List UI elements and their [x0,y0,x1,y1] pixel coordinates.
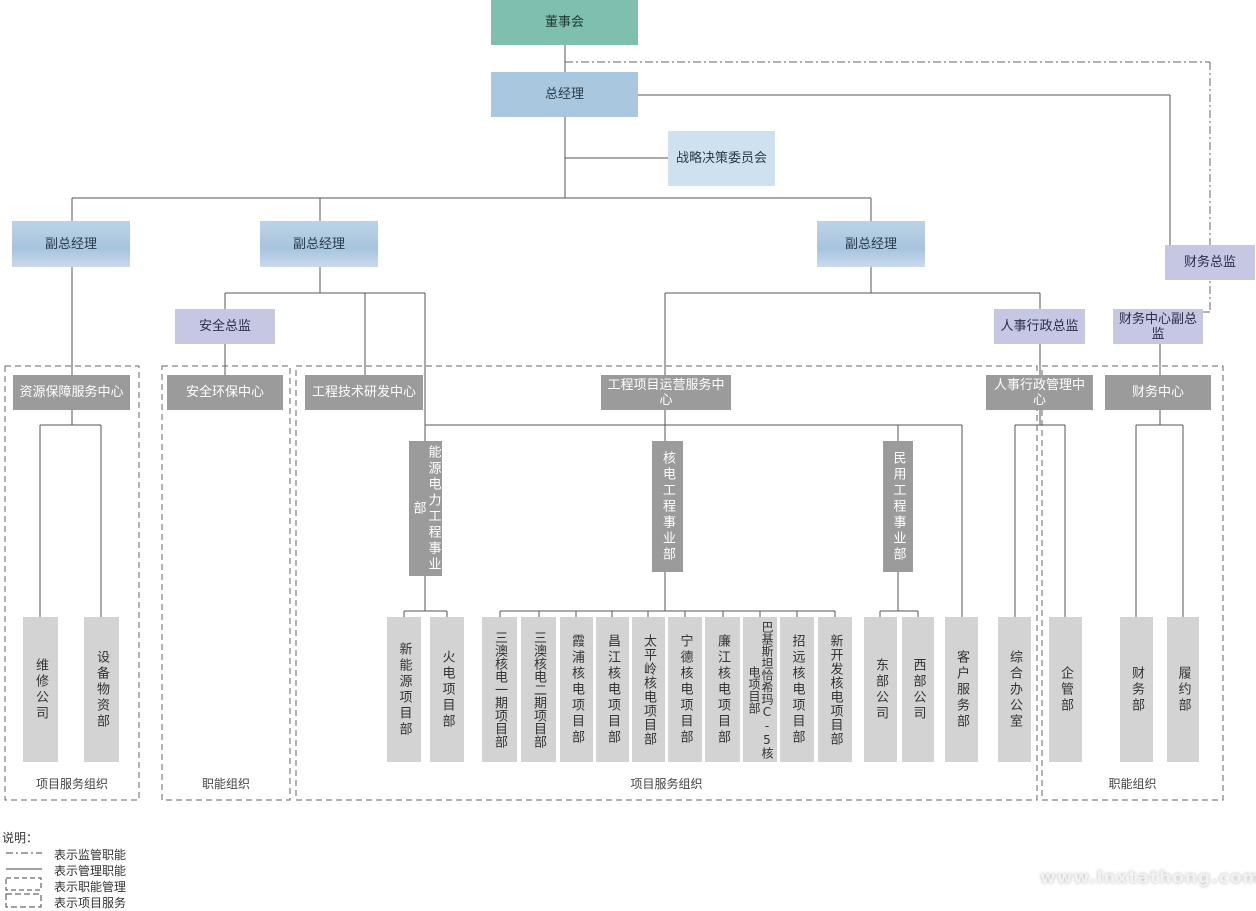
civil-division-label: 民用工程事业部 [890,450,906,563]
vp-left-label: 副总经理 [44,236,97,252]
region-label: 职能组织 [1108,777,1157,791]
unit-label: 维修公司 [33,657,48,722]
unit-label: 设备物资部 [94,649,109,730]
vp-mid-box: 副总经理 [260,221,378,267]
unit-label: 火电项目部 [439,649,455,730]
safety-center-label: 安全环保中心 [185,385,264,400]
legend-item: 表示管理职能 [54,864,127,878]
region-label: 职能组织 [201,777,250,791]
resource-center-label: 资源保障服务中心 [19,385,124,400]
unit-label: 西部公司 [910,657,926,722]
legend-item: 表示项目服务 [54,896,127,910]
project-ops-center-label: 工程项目运营服务中心 [607,377,725,408]
tech-center-box: 工程技术研发中心 [305,375,423,410]
unit-box: 宁德核电项目部 [668,617,702,762]
safety-director-label: 安全总监 [198,319,251,334]
unit-box: 财务部 [1120,617,1153,762]
unit-label: 客户服务部 [954,649,969,730]
strategy-committee-label: 战略决策委员会 [675,151,767,166]
unit-box: 招远核电项目部 [780,617,814,762]
hr-center-box: 人事行政管理中心 [986,375,1093,410]
unit-box: 维修公司 [23,617,58,762]
unit-label: 廉江核电项目部 [715,633,730,746]
unit-label: 企管部 [1058,665,1073,714]
board-box: 董事会 [491,0,638,45]
board-label: 董事会 [544,15,584,30]
vp-mid-label: 副总经理 [292,236,345,252]
unit-label: 三澳核电二期项目部 [531,631,546,748]
unit-label: 新能源项目部 [396,641,412,738]
hr-director-box: 人事行政总监 [994,309,1085,344]
finance-center-box: 财务中心 [1105,375,1211,410]
unit-box: 廉江核电项目部 [705,617,740,762]
legend-item: 表示职能管理 [54,880,127,894]
unit-box: 设备物资部 [84,617,119,762]
unit-box: 新开发核电项目部 [818,617,852,762]
unit-box: 履约部 [1167,617,1199,762]
unit-box: 东部公司 [864,617,897,762]
vp-left-box: 副总经理 [12,221,130,267]
unit-box: 客户服务部 [945,617,978,762]
nuclear-division-label: 核电工程事业部 [660,450,675,563]
safety-director-box: 安全总监 [175,309,275,344]
legend-item: 表示监管职能 [54,848,127,862]
unit-box: 火电项目部 [430,617,464,762]
tech-center-label: 工程技术研发中心 [311,385,416,400]
resource-center-box: 资源保障服务中心 [13,375,130,410]
unit-box: 太平岭核电项目部 [632,617,665,762]
unit-box: 综合办公室 [998,617,1031,762]
unit-box: 霞浦核电项目部 [560,617,593,762]
watermark: www.lnxtathong.com [1040,868,1256,888]
vp-right-box: 副总经理 [817,221,925,267]
unit-box: 三澳核电二期项目部 [521,617,556,762]
general-manager-box: 总经理 [491,72,638,117]
unit-label: 昌江核电项目部 [605,633,620,746]
legend-title: 说明： [2,831,39,845]
strategy-committee-box: 战略决策委员会 [668,131,775,186]
project-ops-center-box: 工程项目运营服务中心 [601,375,731,410]
finance-deputy-box: 财务中心副总监 [1113,309,1203,344]
general-manager-label: 总经理 [544,87,584,102]
energy-division-label: 能源电力工程事业部 [410,444,441,573]
unit-box: 企管部 [1049,617,1082,762]
unit-box: 巴基斯坦恰希玛C-5核电项目部 [743,617,777,762]
unit-label: 履约部 [1175,665,1191,714]
hr-director-label: 人事行政总监 [1000,319,1079,334]
unit-box: 三澳核电一期项目部 [482,617,517,762]
civil-division-box: 民用工程事业部 [883,441,913,572]
unit-box: 新能源项目部 [387,617,421,762]
unit-label: 财务部 [1129,665,1144,714]
unit-label: 太平岭核电项目部 [641,633,656,746]
finance-center-label: 财务中心 [1131,385,1184,400]
unit-label: 巴基斯坦恰希玛C-5核电项目部 [747,620,774,759]
unit-label: 三澳核电一期项目部 [492,631,507,748]
nuclear-division-box: 核电工程事业部 [652,441,683,572]
unit-label: 宁德核电项目部 [677,633,693,746]
safety-center-box: 安全环保中心 [167,375,283,410]
unit-label: 东部公司 [873,657,888,722]
unit-label: 霞浦核电项目部 [569,633,584,746]
finance-deputy-label: 财务中心副总监 [1118,311,1197,342]
vp-right-label: 副总经理 [844,236,897,252]
unit-box: 西部公司 [902,617,934,762]
unit-label: 新开发核电项目部 [827,633,843,746]
cfo-label: 财务总监 [1183,255,1236,270]
hr-center-label: 人事行政管理中心 [993,377,1085,408]
cfo-box: 财务总监 [1165,245,1255,280]
energy-division-box: 能源电力工程事业部 [409,441,442,576]
unit-label: 综合办公室 [1007,649,1022,730]
region-label: 项目服务组织 [630,777,703,791]
unit-label: 招远核电项目部 [789,633,805,746]
unit-box: 昌江核电项目部 [596,617,629,762]
region-label: 项目服务组织 [35,777,108,791]
